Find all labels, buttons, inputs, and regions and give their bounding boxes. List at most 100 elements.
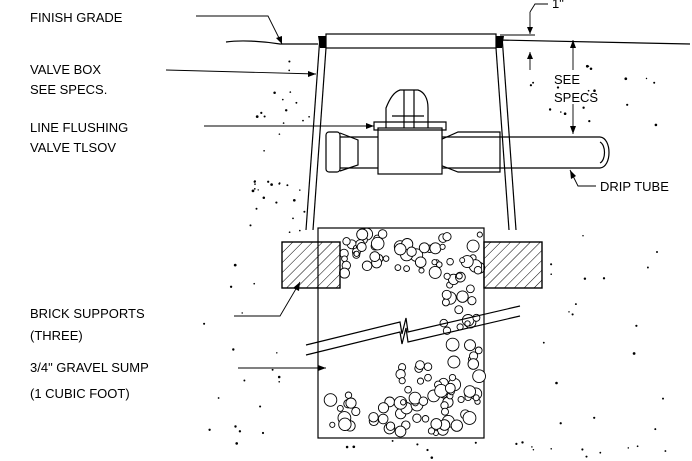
gravel-stone [423, 362, 433, 371]
gravel-stone [430, 418, 443, 430]
soil-dot [277, 375, 281, 379]
soil-dot [249, 224, 252, 227]
line-flushing-label: LINE FLUSHING [30, 120, 128, 135]
gravel-stone [377, 402, 390, 414]
brick-supports-label: BRICK SUPPORTS [30, 306, 145, 321]
gravel-stone [338, 417, 352, 431]
gravel-stone [329, 421, 336, 428]
gravel-stone [385, 421, 396, 431]
soil-dot [574, 303, 577, 306]
soil-dot [229, 285, 233, 288]
soil-dot [559, 422, 562, 425]
gravel-stone [323, 393, 338, 407]
soil-dot [259, 405, 262, 408]
gravel-stone [398, 377, 406, 385]
gravel-stone [441, 407, 449, 416]
gravel-stone [476, 231, 483, 238]
soil-dot [563, 112, 567, 115]
gravel-stone [356, 228, 369, 241]
gravel-stone [445, 337, 460, 352]
soil-dot [568, 311, 570, 313]
soil-dot [286, 184, 289, 187]
gravel-stone [457, 395, 465, 404]
gravel-stone [394, 243, 407, 256]
gravel-stone [473, 265, 483, 275]
soil-dot [632, 352, 636, 355]
soil-dot [662, 397, 664, 400]
gravel-stone [467, 358, 480, 370]
gravel-stone [424, 373, 432, 382]
soil-dot [276, 352, 278, 354]
soil-dot [257, 189, 259, 191]
soil-dot [515, 442, 518, 446]
soil-dot [208, 428, 211, 431]
soil-dot [267, 180, 270, 183]
soil-dot [262, 196, 266, 200]
soil-dot [263, 149, 265, 152]
gravel-stone [418, 242, 430, 254]
soil-dot [654, 428, 657, 431]
soil-dot [430, 456, 434, 459]
gravel-stone [436, 261, 443, 268]
gravel-stone [466, 239, 480, 253]
soil-dot [345, 445, 349, 449]
gravel-stone [441, 298, 450, 307]
gravel-stone [455, 272, 463, 280]
gravel-stone [462, 411, 477, 425]
valve-tlsov-label: VALVE TLSOV [30, 140, 116, 155]
soil-dot [288, 69, 291, 72]
gravel-stone [394, 264, 402, 271]
gravel-stone [404, 385, 412, 394]
soil-dot [292, 198, 296, 202]
gravel-stone [342, 237, 351, 246]
gravel-stone [339, 267, 350, 279]
gravel-sump-label: 3/4" GRAVEL SUMP [30, 360, 149, 375]
soil-dot [624, 77, 628, 81]
see-specs-dimension [500, 3, 576, 134]
soil-dot [278, 182, 281, 185]
soil-dot [299, 229, 301, 232]
gravel-stone [345, 397, 357, 409]
soil-dot [588, 119, 591, 123]
gravel-stone [368, 412, 379, 423]
soil-dot [636, 445, 639, 448]
gravel-stone [464, 320, 471, 327]
soil-dot [599, 451, 602, 454]
soil-dot [352, 445, 356, 449]
gravel-sump [305, 227, 521, 439]
gravel-stones [323, 227, 486, 438]
see-specs-label-2: SPECS [554, 90, 598, 105]
soil-dot [582, 235, 584, 237]
soil-dot [241, 312, 243, 314]
soil-dot [593, 416, 596, 419]
valve-box-lid [318, 33, 504, 49]
soil-dot [254, 183, 256, 185]
soil-dot [627, 447, 630, 449]
gravel-stone [446, 257, 454, 266]
soil-dot [273, 91, 276, 94]
gravel-stone [472, 369, 486, 384]
gravel-stone [377, 229, 388, 239]
gravel-stone [441, 289, 452, 300]
gravel-stone [356, 242, 367, 252]
brick-supports [281, 241, 543, 289]
soil-dot [589, 67, 593, 71]
soil-dot [532, 81, 535, 84]
soil-dot [251, 189, 255, 193]
soil-dot [233, 263, 237, 267]
soil-dot [278, 380, 281, 383]
gravel-stone [336, 404, 344, 412]
soil-dot [556, 86, 560, 89]
soil-dot [288, 231, 291, 234]
valve-box-label: VALVE BOX [30, 62, 101, 77]
soil-dot [289, 91, 292, 93]
soil-dot [474, 441, 477, 444]
soil-dot [278, 133, 281, 135]
soil-dot [270, 183, 273, 186]
soil-dot [282, 122, 285, 124]
soil-dot [299, 189, 301, 191]
gravel-stone [377, 413, 389, 425]
gravel-stone [439, 243, 446, 250]
soil-dot [416, 443, 419, 446]
soil-dot [295, 101, 298, 104]
